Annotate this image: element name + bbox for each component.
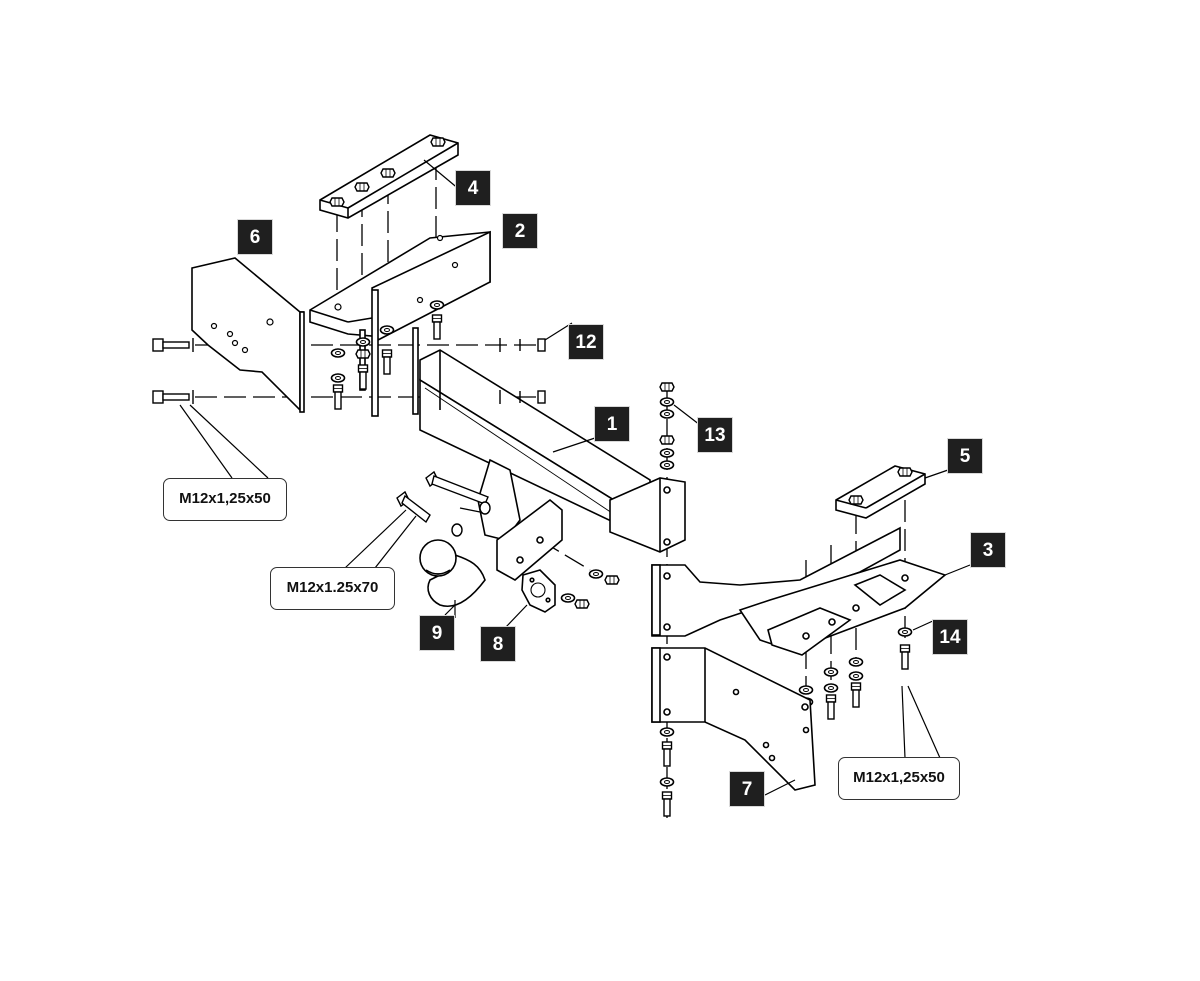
callout-part-13: 13 [697, 417, 733, 453]
leader-13 [673, 404, 701, 426]
upper-channel-bracket [309, 230, 491, 417]
callout-part-2: 2 [502, 213, 538, 249]
leader-8 [504, 604, 528, 629]
callout-part-5: 5 [947, 438, 983, 474]
bracket-2-holes [334, 234, 459, 311]
callout-part-9: 9 [419, 615, 455, 651]
leader-5 [924, 469, 949, 479]
callout-part-3: 3 [970, 532, 1006, 568]
leader-9 [444, 604, 456, 616]
neck-nuts [560, 569, 620, 609]
left-side-bracket [191, 257, 305, 413]
leader-3 [944, 564, 971, 576]
callout-part-14: 14 [932, 619, 968, 655]
right-small-plate [835, 465, 926, 519]
leader-1 [552, 437, 596, 453]
leader-12 [544, 322, 573, 341]
bolt-spec-label-right: M12x1,25x50 [838, 757, 960, 800]
tow-neck-assembly [419, 458, 563, 618]
spec-leaders [179, 404, 941, 759]
leader-14 [912, 619, 936, 631]
bracket-6-holes [210, 318, 274, 354]
callout-part-7: 7 [729, 771, 765, 807]
callout-part-4: 4 [455, 170, 491, 206]
tow-ball-bolts [396, 470, 491, 537]
leader-7 [764, 779, 796, 796]
lower-right-bracket [651, 647, 816, 791]
callout-part-1: 1 [594, 406, 630, 442]
callout-part-12: 12 [568, 324, 604, 360]
main-crossbar [419, 349, 686, 553]
bolt-spec-label-left: M12x1,25x50 [163, 478, 287, 521]
callout-part-6: 6 [237, 219, 273, 255]
mounting-plate-strips [359, 327, 419, 415]
right-channel-bracket [651, 526, 947, 656]
bolt-spec-label-towball: M12x1.25x70 [270, 567, 395, 610]
socket-plate [521, 569, 556, 613]
left-horizontal-bolts [152, 338, 546, 404]
leader-4 [423, 159, 461, 191]
callout-part-8: 8 [480, 626, 516, 662]
